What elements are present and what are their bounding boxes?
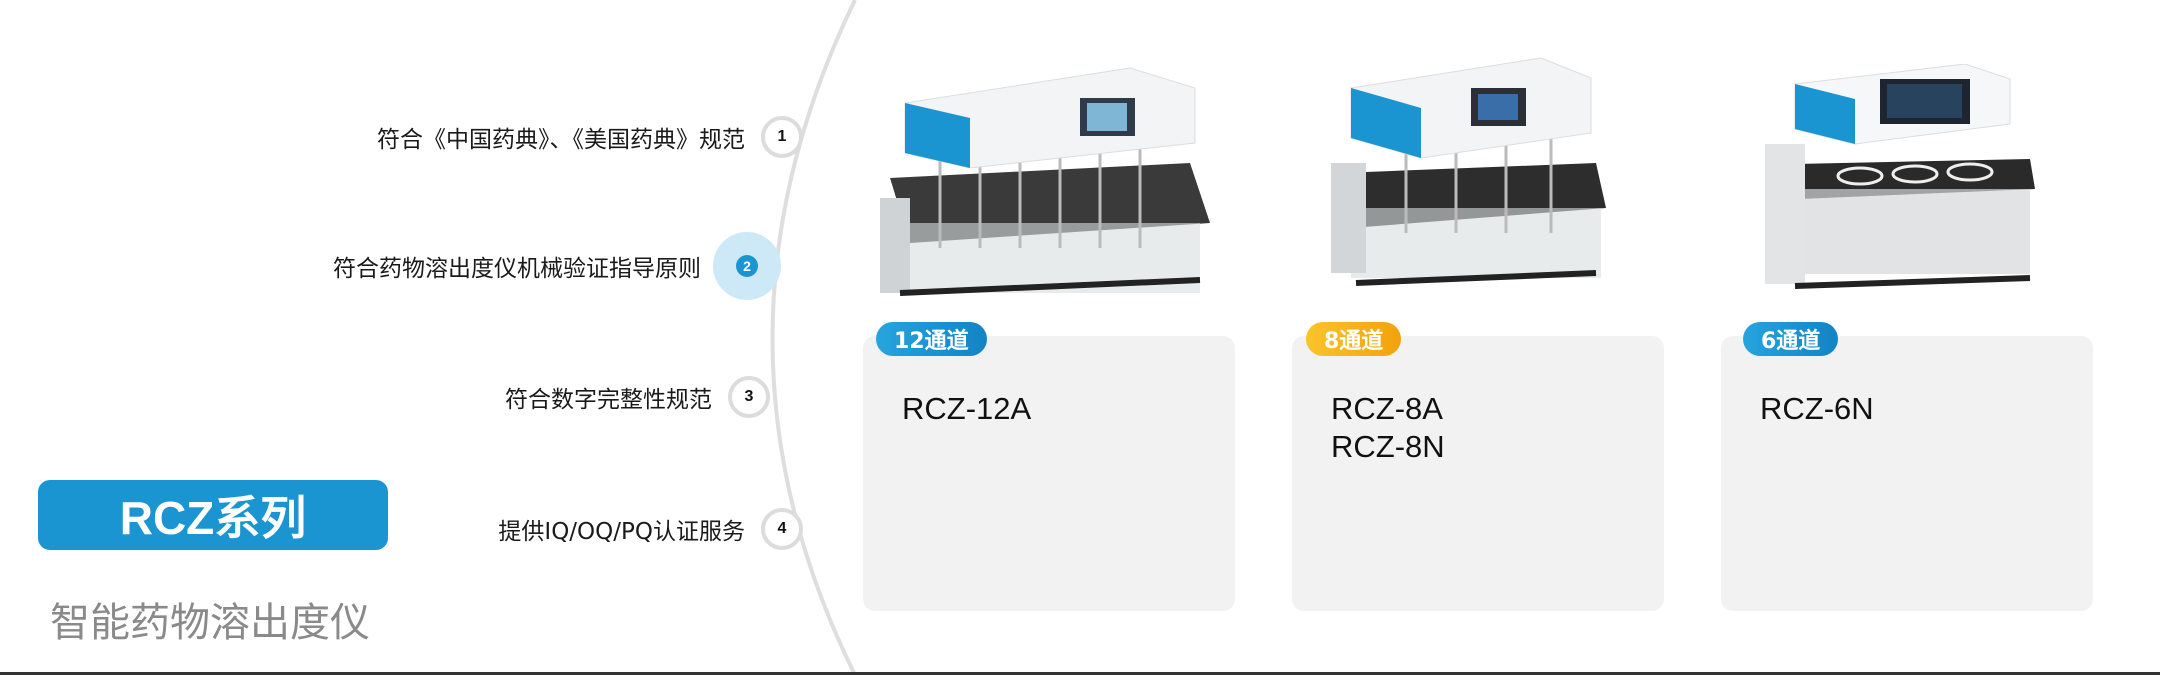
feature-item-3: 符合数字完整性规范 3 bbox=[505, 376, 770, 418]
model-name-rcz-12a: RCZ-12A bbox=[902, 391, 1032, 426]
model-name-rcz-8n: RCZ-8N bbox=[1331, 429, 1445, 464]
feature-item-1: 符合《中国药典》、《美国药典》规范 1 bbox=[377, 116, 803, 158]
feature-text: 符合药物溶出度仪机械验证指导原则 bbox=[333, 256, 701, 282]
bottom-divider bbox=[0, 672, 2160, 675]
product-card-8[interactable] bbox=[1292, 336, 1664, 611]
series-subtitle: 智能药物溶出度仪 bbox=[50, 600, 370, 646]
feature-text: 符合《中国药典》、《美国药典》规范 bbox=[377, 127, 745, 153]
feature-text: 提供IQ/OQ/PQ认证服务 bbox=[498, 519, 745, 545]
model-name-rcz-6n: RCZ-6N bbox=[1760, 391, 1874, 426]
channel-tag-12: 12通道 bbox=[876, 322, 987, 356]
product-image-rcz-12a bbox=[880, 67, 1210, 296]
step-number-2: 2 bbox=[736, 255, 758, 277]
product-image-rcz-8a bbox=[1331, 57, 1606, 286]
feature-item-2: 符合药物溶出度仪机械验证指导原则 2 bbox=[333, 232, 781, 300]
product-card-12[interactable] bbox=[863, 336, 1235, 611]
product-card-6[interactable] bbox=[1721, 336, 2093, 611]
step-number-2-active: 2 bbox=[713, 232, 781, 300]
channel-tag-8: 8通道 bbox=[1306, 322, 1402, 356]
series-title-badge: RCZ系列 bbox=[38, 480, 388, 550]
model-name-rcz-8a: RCZ-8A bbox=[1331, 391, 1443, 426]
channel-tag-6: 6通道 bbox=[1743, 322, 1839, 356]
step-number-4: 4 bbox=[761, 508, 803, 550]
step-number-3: 3 bbox=[728, 376, 770, 418]
product-image-rcz-6n bbox=[1765, 64, 2035, 289]
feature-item-4: 提供IQ/OQ/PQ认证服务 4 bbox=[498, 508, 803, 550]
feature-text: 符合数字完整性规范 bbox=[505, 387, 712, 413]
step-number-1: 1 bbox=[761, 116, 803, 158]
